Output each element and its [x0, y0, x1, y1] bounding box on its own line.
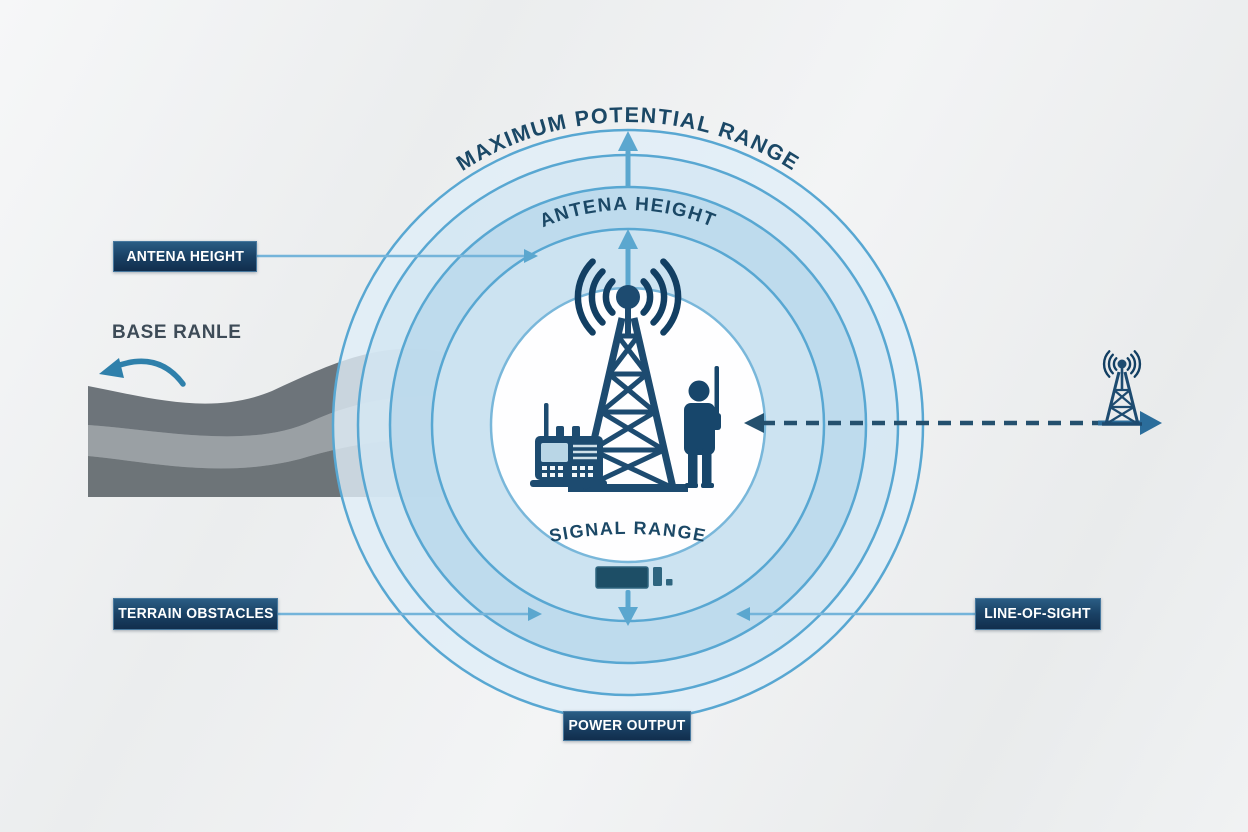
signal-waves-icon: [574, 258, 682, 336]
terrain-obstacles-connector: [278, 607, 542, 621]
terrain-obstacles-callout-label: TERRAIN OBSTACLES: [117, 606, 274, 622]
line-of-sight-callout: LINE-OF-SIGHT: [975, 598, 1101, 630]
base-range-label: BASE RANLE: [112, 322, 242, 343]
line-of-sight-connector: [736, 607, 975, 621]
signal-strength-bar-icon: [595, 566, 673, 589]
antenna-height-callout-label: ANTENA HEIGHT: [126, 248, 244, 265]
line-of-sight-callout-label: LINE-OF-SIGHT: [984, 606, 1092, 622]
person-with-handheld-radio-icon: [684, 366, 721, 488]
base-station-radio-icon: [530, 403, 607, 487]
power-output-callout-label: POWER OUTPUT: [568, 718, 686, 734]
terrain-obstacles-callout: TERRAIN OBSTACLES: [113, 598, 278, 630]
bottom-down-arrow: [618, 590, 638, 626]
antenna-height-callout: ANTENA HEIGHT: [113, 241, 257, 272]
small-radio-tower-icon: [1102, 350, 1142, 426]
antenna-height-connector: [257, 249, 538, 263]
top-up-arrow: [618, 131, 638, 188]
range-rings: [331, 128, 925, 722]
base-range-curved-arrow: [99, 358, 186, 387]
mid-up-arrow: [618, 229, 638, 290]
power-output-callout: POWER OUTPUT: [563, 711, 691, 741]
